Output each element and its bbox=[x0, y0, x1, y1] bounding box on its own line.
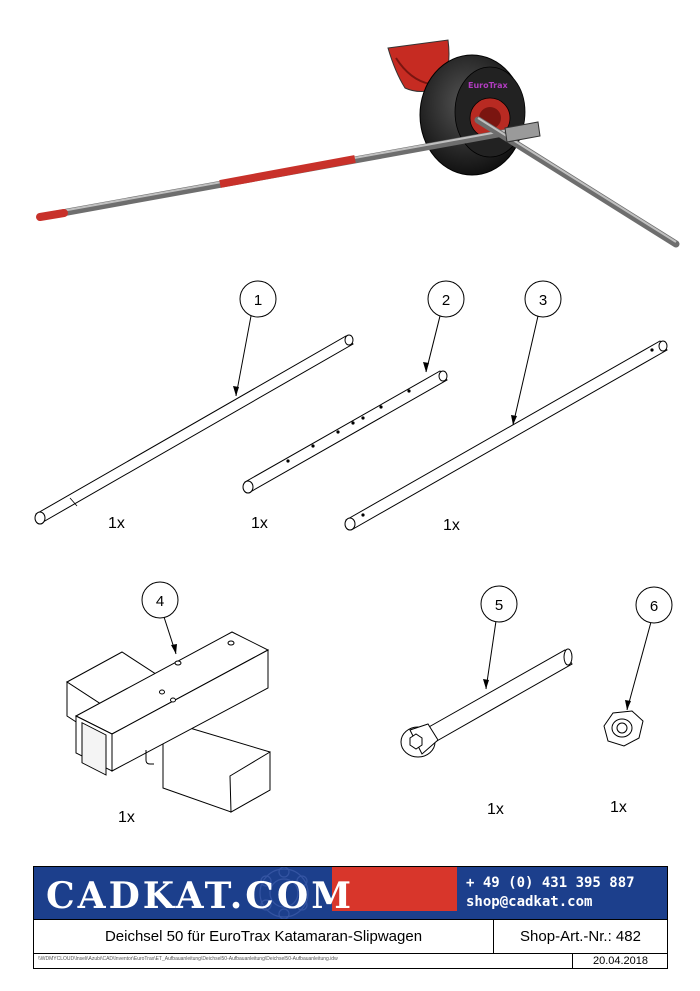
quantity-part-5: 1x bbox=[487, 801, 504, 818]
callout-3: 3 bbox=[524, 280, 562, 318]
callout-4: 4 bbox=[141, 581, 179, 619]
file-path: \\WDMYCLOUD\Inseli\Azubi\CAD\Inventor\Eu… bbox=[38, 956, 338, 962]
leader-lines bbox=[163, 315, 652, 711]
title-row: Deichsel 50 für EuroTrax Katamaran-Slipw… bbox=[34, 919, 667, 953]
email-address[interactable]: shop@cadkat.com bbox=[466, 894, 593, 910]
title-block: CADKAT.COM + 49 (0) 431 395 887 shop@cad… bbox=[33, 866, 668, 969]
callout-number: 2 bbox=[442, 292, 450, 309]
callout-5: 5 bbox=[480, 585, 518, 623]
path-row: \\WDMYCLOUD\Inseli\Azubi\CAD\Inventor\Eu… bbox=[34, 953, 667, 969]
phone-number: + 49 (0) 431 395 887 bbox=[466, 875, 635, 891]
callout-number: 4 bbox=[156, 593, 164, 610]
quantity-part-3: 1x bbox=[443, 517, 460, 534]
article-number: Shop-Art.-Nr.: 482 bbox=[520, 928, 641, 945]
logo-banner: CADKAT.COM + 49 (0) 431 395 887 shop@cad… bbox=[34, 867, 667, 919]
quantity-part-1: 1x bbox=[108, 515, 125, 532]
callout-1: 1 bbox=[239, 280, 277, 318]
part-4-bracket bbox=[66, 631, 271, 813]
callout-2: 2 bbox=[427, 280, 465, 318]
callout-number: 5 bbox=[495, 597, 503, 614]
part-1-tube bbox=[34, 334, 354, 525]
part-6-nut bbox=[603, 710, 644, 747]
svg-text:EuroTrax: EuroTrax bbox=[468, 81, 509, 90]
callout-number: 6 bbox=[650, 598, 658, 615]
quantity-part-6: 1x bbox=[610, 799, 627, 816]
document-date: 20.04.2018 bbox=[572, 954, 668, 969]
quantity-part-4: 1x bbox=[118, 809, 135, 826]
quantity-part-2: 1x bbox=[251, 515, 268, 532]
callout-number: 3 bbox=[539, 292, 547, 309]
callout-number: 1 bbox=[254, 292, 262, 309]
part-5-bolt bbox=[400, 648, 573, 758]
part-3-tube bbox=[344, 340, 668, 531]
company-logo: CADKAT.COM bbox=[46, 875, 355, 917]
callout-6: 6 bbox=[635, 586, 673, 624]
assembly-render: EuroTrax bbox=[36, 39, 680, 248]
bearing-watermark bbox=[259, 867, 309, 919]
part-2-perforated-tube bbox=[242, 370, 448, 494]
leader-arrowheads bbox=[171, 362, 631, 710]
document-title: Deichsel 50 für EuroTrax Katamaran-Slipw… bbox=[34, 920, 494, 953]
banner-accent bbox=[332, 867, 457, 911]
